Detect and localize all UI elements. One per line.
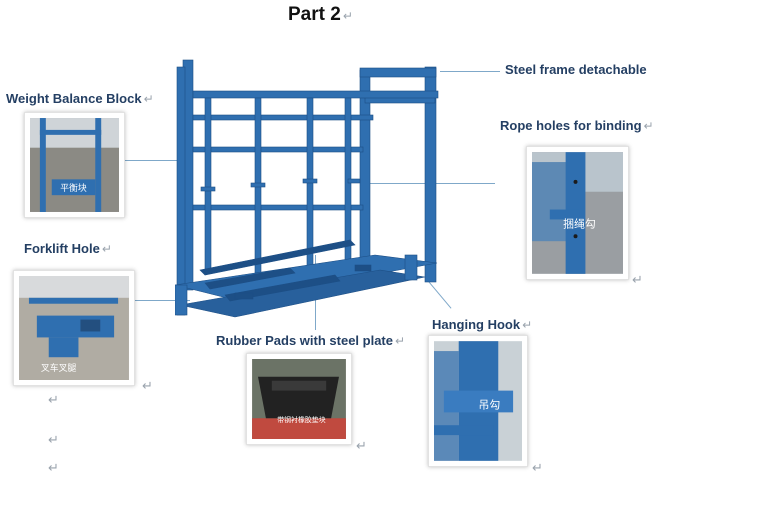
photo-rubber-pads: 带钢衬橡胶垫块 (246, 353, 352, 445)
photo-rope-holes: 捆绳勾 (526, 146, 629, 280)
return-mark: ↵ (632, 272, 643, 287)
photo-weight-balance: 平衡块 (24, 112, 125, 218)
label-weight-balance: Weight Balance Block↵ (6, 91, 154, 106)
photo-hanging-hook: 吊勾 (428, 335, 528, 467)
return-mark: ↵ (48, 392, 59, 407)
return-mark: ↵ (142, 378, 153, 393)
rubber-pads-image: 带钢衬橡胶垫块 (252, 359, 346, 439)
label-steel-frame: Steel frame detachable (505, 62, 647, 77)
label-forklift: Forklift Hole↵ (24, 241, 112, 256)
return-mark: ↵ (48, 432, 59, 447)
leader-line-forklift (135, 300, 190, 301)
label-hanging-hook: Hanging Hook↵ (432, 317, 533, 332)
caption-rubber-pads: 带钢衬橡胶垫块 (277, 415, 325, 424)
forklift-image: 叉车叉腿 (19, 276, 129, 380)
steel-rack-illustration (175, 59, 439, 318)
page-title: Part 2↵ (288, 4, 353, 25)
return-mark: ↵ (356, 438, 367, 453)
return-mark: ↵ (48, 460, 59, 475)
caption-weight-balance: 平衡块 (60, 182, 87, 194)
label-rubber-pads: Rubber Pads with steel plate↵ (216, 333, 406, 348)
caption-rope-holes: 捆绳勾 (563, 216, 596, 230)
label-rope-holes: Rope holes for binding↵ (500, 118, 654, 133)
leader-line-weight-balance (125, 160, 185, 161)
weight-balance-image: 平衡块 (30, 118, 119, 212)
photo-forklift: 叉车叉腿 (13, 270, 135, 386)
caption-forklift: 叉车叉腿 (41, 362, 77, 374)
hanging-hook-image: 吊勾 (434, 341, 522, 461)
leader-line-steel-frame (440, 71, 500, 72)
rope-holes-image: 捆绳勾 (532, 152, 623, 274)
caption-hanging-hook: 吊勾 (479, 398, 501, 411)
return-mark: ↵ (532, 460, 543, 475)
